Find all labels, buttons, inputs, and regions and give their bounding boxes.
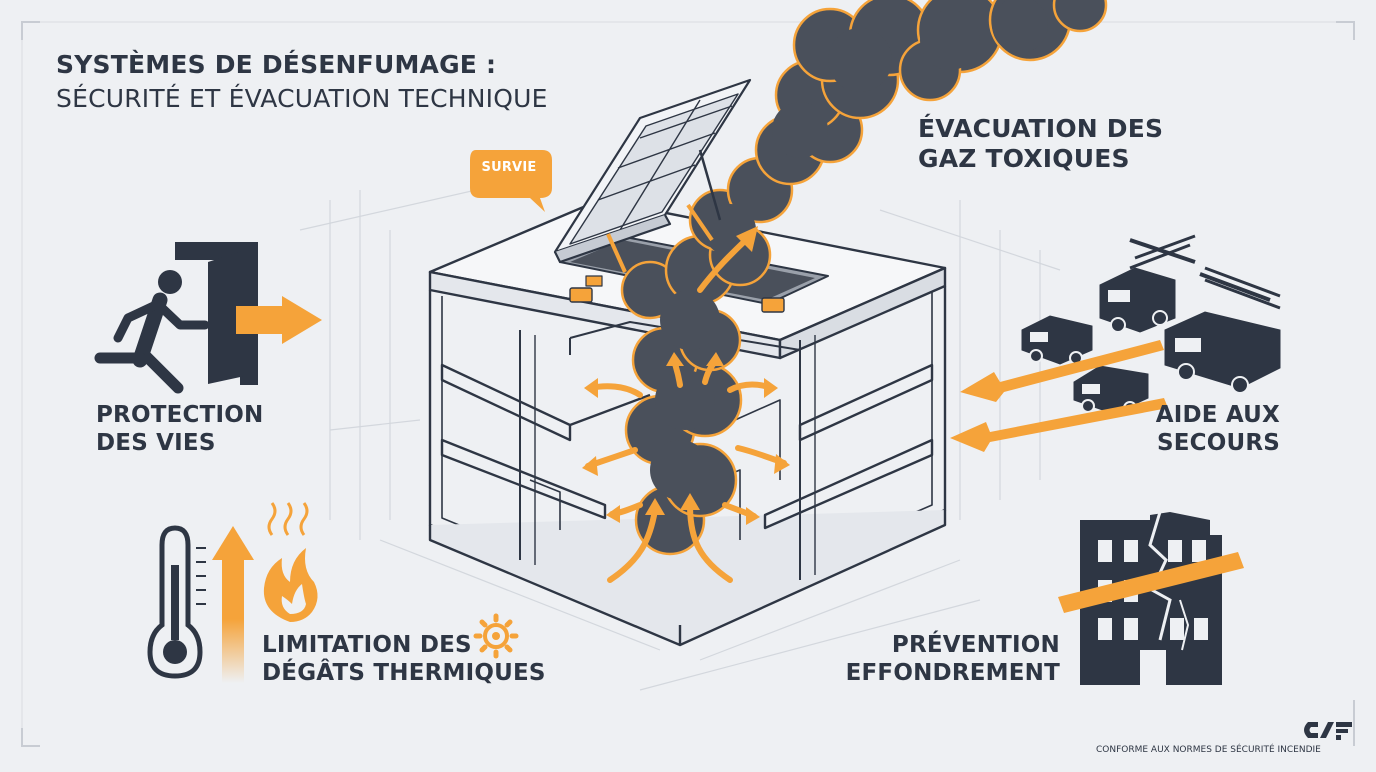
- evacuation-line-1: ÉVACUATION DES: [918, 114, 1164, 143]
- exit-door-icon: [175, 242, 322, 385]
- protection-line-2: DES VIES: [96, 429, 216, 456]
- damaged-building-icon: [1058, 511, 1244, 685]
- fire-truck-icon: [1021, 234, 1281, 415]
- gear-icon: [473, 613, 519, 659]
- prevention-line-1: PRÉVENTION: [891, 632, 1060, 658]
- prevention-label: PRÉVENTION EFFONDREMENT: [840, 632, 1060, 687]
- survie-bubble: [470, 150, 552, 212]
- flame-icon: [263, 502, 318, 622]
- evacuation-line-2: GAZ TOXIQUES: [918, 144, 1130, 173]
- prevention-line-2: EFFONDREMENT: [845, 659, 1060, 686]
- compliance-footer: CONFORME AUX NORMES DE SÉCURITÉ INCENDIE: [1096, 745, 1321, 755]
- evacuation-label: ÉVACUATION DES GAZ TOXIQUES: [918, 114, 1163, 174]
- aide-label: AIDE AUX SECOURS: [1090, 402, 1280, 457]
- aide-line-2: SECOURS: [1156, 429, 1280, 456]
- brand-logo: [1304, 722, 1352, 740]
- aide-line-1: AIDE AUX: [1155, 402, 1280, 428]
- survie-label: SURVIE: [481, 160, 537, 175]
- page-subtitle: SÉCURITÉ ET ÉVACUATION TECHNIQUE: [56, 84, 548, 113]
- rescue-arrows: [950, 340, 1168, 452]
- smoke-hatch-icon: [553, 78, 785, 313]
- limitation-line-2: DÉGÂTS THERMIQUES: [262, 659, 546, 686]
- limitation-line-1: LIMITATION DES: [262, 632, 472, 658]
- thermometer-icon: [147, 525, 206, 679]
- frame-corners: [21, 21, 1355, 747]
- protection-label: PROTECTION DES VIES: [96, 402, 263, 457]
- limitation-label: LIMITATION DES DÉGÂTS THERMIQUES: [262, 632, 546, 687]
- temperature-arrow: [212, 526, 254, 683]
- running-person-icon: [94, 270, 210, 394]
- page-title: SYSTÈMES DE DÉSENFUMAGE :: [56, 50, 497, 79]
- protection-line-1: PROTECTION: [96, 402, 264, 428]
